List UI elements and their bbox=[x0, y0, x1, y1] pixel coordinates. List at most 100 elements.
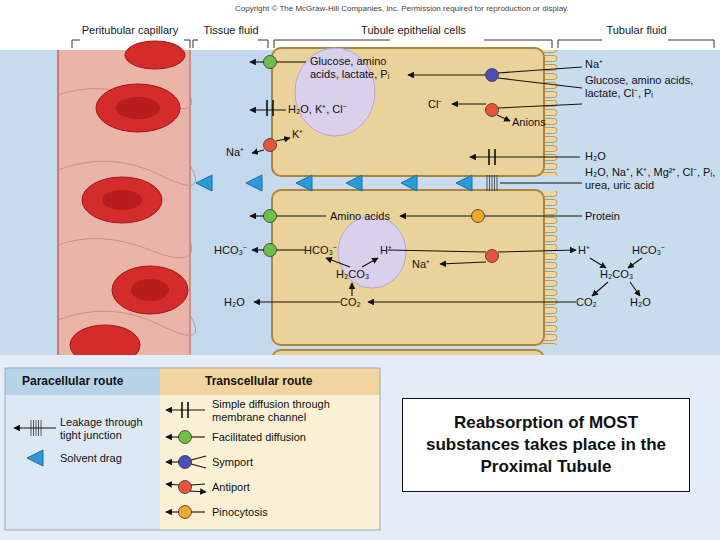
legend-heading: Transcellular route bbox=[205, 375, 312, 389]
region-heading: Tubular fluid bbox=[555, 24, 718, 36]
flow-arrow bbox=[368, 301, 576, 302]
red-blood-cell bbox=[112, 266, 188, 314]
legend-heading: Paracellular route bbox=[22, 375, 123, 389]
header-bracket bbox=[558, 40, 714, 48]
copyright-note: Copyright © The McGraw-Hill Companies, I… bbox=[235, 4, 569, 13]
lower-background bbox=[0, 355, 720, 540]
tight-junction bbox=[492, 175, 493, 191]
symport-carrier bbox=[486, 69, 499, 82]
flow-arrow bbox=[166, 484, 179, 485]
antiport-carrier bbox=[179, 481, 192, 494]
legend-sample bbox=[166, 402, 205, 418]
ion-label: Cl⁻ bbox=[428, 98, 442, 111]
red-blood-cell bbox=[82, 177, 162, 223]
flow-line bbox=[388, 250, 486, 252]
solvent-drag-arrow bbox=[27, 450, 43, 466]
flow-arrow bbox=[498, 250, 576, 252]
ion-label: Na⁺ bbox=[412, 258, 430, 271]
flow-arrow bbox=[166, 511, 179, 512]
ion-label: HCO₃⁻ bbox=[304, 244, 337, 257]
capillary-edge bbox=[57, 50, 59, 355]
caption-box: Reabsorption of MOST substances takes pl… bbox=[402, 398, 690, 492]
flow-line bbox=[191, 456, 206, 460]
transport-symbols bbox=[196, 56, 642, 303]
legend-text: Facilitated diffusion bbox=[212, 431, 372, 444]
flow-arrow bbox=[276, 138, 290, 141]
solute-label: CO₂ bbox=[340, 296, 361, 309]
region-band: Peritubular capillary bbox=[70, 24, 190, 355]
legend-header-bar bbox=[160, 368, 380, 395]
facilitated-diffusion-carrier bbox=[179, 431, 192, 444]
red-blood-cell-center bbox=[131, 279, 169, 301]
tight-junction bbox=[489, 175, 490, 191]
ion-label: K⁺ bbox=[292, 128, 303, 141]
legend-sample bbox=[166, 431, 205, 444]
legend-sample bbox=[27, 450, 43, 466]
legend-text: Leakage through tight junction bbox=[60, 416, 155, 442]
legend-sample bbox=[14, 420, 56, 436]
solute-label: H₂O bbox=[630, 296, 651, 309]
flow-arrow bbox=[252, 249, 264, 250]
flow-arrow bbox=[470, 156, 580, 157]
flow-arrow bbox=[362, 258, 378, 267]
legend-border bbox=[5, 368, 380, 530]
flow-line bbox=[191, 511, 205, 512]
flow-arrow bbox=[190, 491, 206, 492]
epithelial-cell bbox=[272, 190, 544, 345]
ion-label: HCO₃⁻ bbox=[632, 244, 665, 257]
region-heading: Peritubular capillary bbox=[70, 24, 190, 36]
flow-line bbox=[498, 78, 582, 88]
solute-label: H₂CO₃ bbox=[336, 268, 369, 281]
red-blood-cell bbox=[96, 84, 180, 132]
solute-label: H₂CO₃ bbox=[600, 268, 633, 281]
solute-label: Glucose, amino acids, lactate, Pᵢ bbox=[310, 55, 405, 80]
solvent-drag-arrow bbox=[346, 175, 362, 191]
flow-arrow bbox=[497, 115, 510, 121]
flow-arrow bbox=[628, 258, 642, 268]
legend-text: Pinocytosis bbox=[212, 506, 372, 519]
region-heading: Tubule epithelial cells bbox=[272, 24, 555, 36]
solute-label: H₂O, K⁺, Cl⁻ bbox=[288, 103, 347, 116]
tight-junction bbox=[494, 175, 495, 191]
red-blood-cell bbox=[125, 41, 185, 69]
flow-arrow bbox=[440, 262, 486, 264]
legend-panel bbox=[160, 395, 380, 530]
header-bracket bbox=[274, 40, 552, 48]
flow-arrow bbox=[326, 258, 350, 267]
flow-arrow bbox=[590, 258, 606, 268]
solute-label: Amino acids bbox=[330, 210, 390, 223]
facilitated-diffusion-carrier bbox=[264, 56, 277, 69]
legend-text: Simple diffusion through membrane channe… bbox=[212, 398, 372, 424]
flow-line bbox=[276, 215, 326, 216]
solvent-drag-arrow bbox=[456, 175, 472, 191]
facilitated-diffusion-carrier bbox=[264, 210, 277, 223]
solute-label: H₂O bbox=[585, 150, 606, 163]
flow-arrow bbox=[166, 461, 179, 462]
flow-arrow bbox=[166, 436, 179, 437]
legend-text: Symport bbox=[212, 456, 372, 469]
flow-arrow bbox=[351, 283, 352, 296]
flow-arrow bbox=[14, 427, 56, 428]
flow-line bbox=[191, 484, 205, 485]
caption-text: Reabsorption of MOST substances takes pl… bbox=[411, 412, 681, 478]
flow-arrow bbox=[592, 282, 608, 296]
red-blood-cell-center bbox=[102, 190, 142, 210]
symport-carrier bbox=[179, 456, 192, 469]
ion-label: Na⁺ bbox=[226, 146, 244, 159]
capillary-wall bbox=[58, 50, 190, 355]
solute-label: Glucose, amino acids, lactate, Cl⁻, Pᵢ bbox=[585, 74, 710, 99]
tight-junction bbox=[487, 175, 488, 191]
solute-label: CO₂ bbox=[576, 296, 597, 309]
legend-sample bbox=[166, 456, 206, 469]
ion-label: H⁺ bbox=[578, 244, 590, 257]
header-bracket bbox=[72, 40, 190, 48]
ion-label: HCO₃⁻ bbox=[214, 244, 247, 257]
flow-line bbox=[498, 67, 582, 73]
tissue-fluid-area bbox=[190, 50, 272, 355]
solvent-drag-arrow bbox=[401, 175, 417, 191]
antiport-carrier bbox=[264, 139, 277, 152]
flow-arrow bbox=[250, 61, 264, 62]
legend-panel bbox=[5, 395, 160, 530]
legend-symbols bbox=[14, 402, 206, 519]
